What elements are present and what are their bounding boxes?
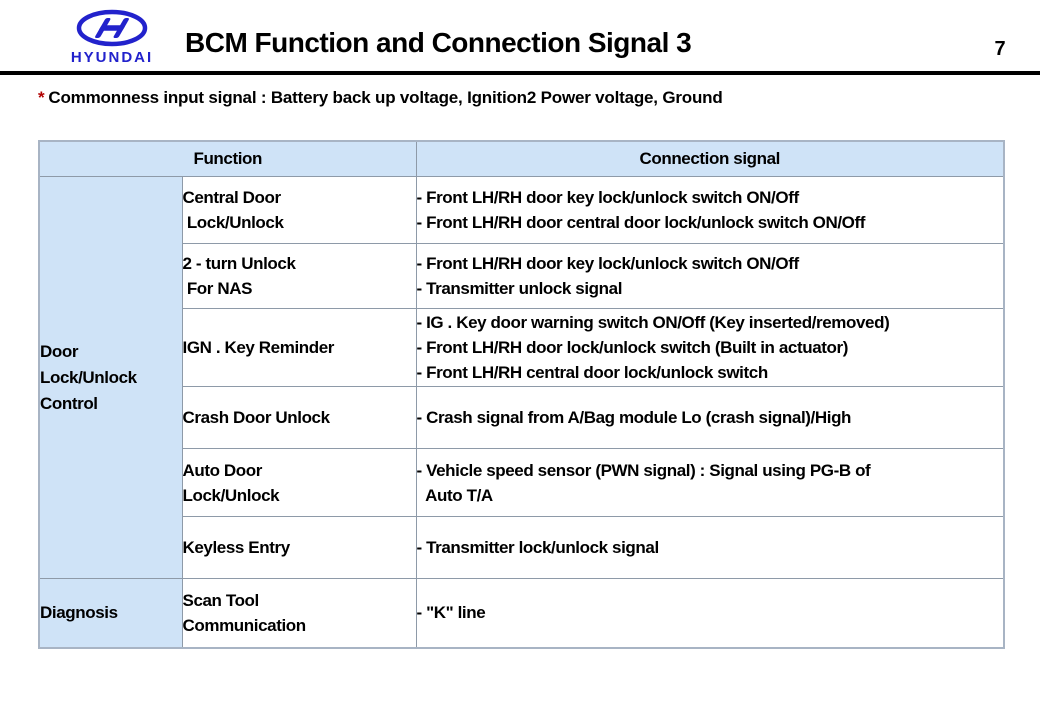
signal-cell: - Vehicle speed sensor (PWN signal) : Si…	[415, 448, 1005, 517]
col-header-connection-signal: Connection signal	[415, 140, 1005, 177]
signal-cell: - IG . Key door warning switch ON/Off (K…	[415, 308, 1005, 387]
table-row: Auto Door Lock/Unlock - Vehicle speed se…	[39, 448, 1005, 517]
bcm-function-table: Function Connection signal Door Lock/Unl…	[38, 140, 1005, 649]
signal-cell: - Crash signal from A/Bag module Lo (cra…	[415, 386, 1005, 449]
function-cell: Scan Tool Communication	[181, 578, 417, 648]
table-row: IGN . Key Reminder - IG . Key door warni…	[39, 308, 1005, 387]
table-row: Crash Door Unlock - Crash signal from A/…	[39, 386, 1005, 449]
function-cell: Auto Door Lock/Unlock	[181, 448, 417, 517]
function-cell: 2 - turn Unlock For NAS	[181, 243, 417, 309]
signal-cell: - Transmitter lock/unlock signal	[415, 516, 1005, 579]
note-asterisk: *	[38, 88, 45, 107]
group-cell-door-lock-unlock-control: Door Lock/Unlock Control	[38, 176, 183, 579]
signal-cell: - Front LH/RH door key lock/unlock switc…	[415, 176, 1005, 244]
signal-cell: - Front LH/RH door key lock/unlock switc…	[415, 243, 1005, 309]
group-cell-diagnosis: Diagnosis	[38, 578, 183, 648]
common-input-note: *Commonness input signal : Battery back …	[38, 88, 723, 108]
title-divider	[0, 71, 1040, 75]
note-text: Commonness input signal : Battery back u…	[48, 88, 723, 107]
function-cell: Keyless Entry	[181, 516, 417, 579]
table-row: Keyless Entry - Transmitter lock/unlock …	[39, 516, 1005, 579]
function-cell: Central Door Lock/Unlock	[181, 176, 417, 244]
table-row: 2 - turn Unlock For NAS - Front LH/RH do…	[39, 243, 1005, 309]
hyundai-oval-icon	[76, 9, 148, 47]
col-header-function: Function	[38, 140, 417, 177]
function-cell: IGN . Key Reminder	[181, 308, 417, 387]
page-number: 7	[994, 38, 1006, 60]
table-row: Door Lock/Unlock Control Central Door Lo…	[38, 176, 1005, 579]
table-row: Diagnosis Scan Tool Communication - "K" …	[38, 578, 1005, 648]
hyundai-wordmark: HYUNDAI	[70, 49, 154, 66]
page-title: BCM Function and Connection Signal 3	[185, 27, 692, 58]
hyundai-logo: HYUNDAI	[52, 8, 172, 66]
signal-cell: - "K" line	[415, 578, 1005, 648]
function-cell: Crash Door Unlock	[181, 386, 417, 449]
